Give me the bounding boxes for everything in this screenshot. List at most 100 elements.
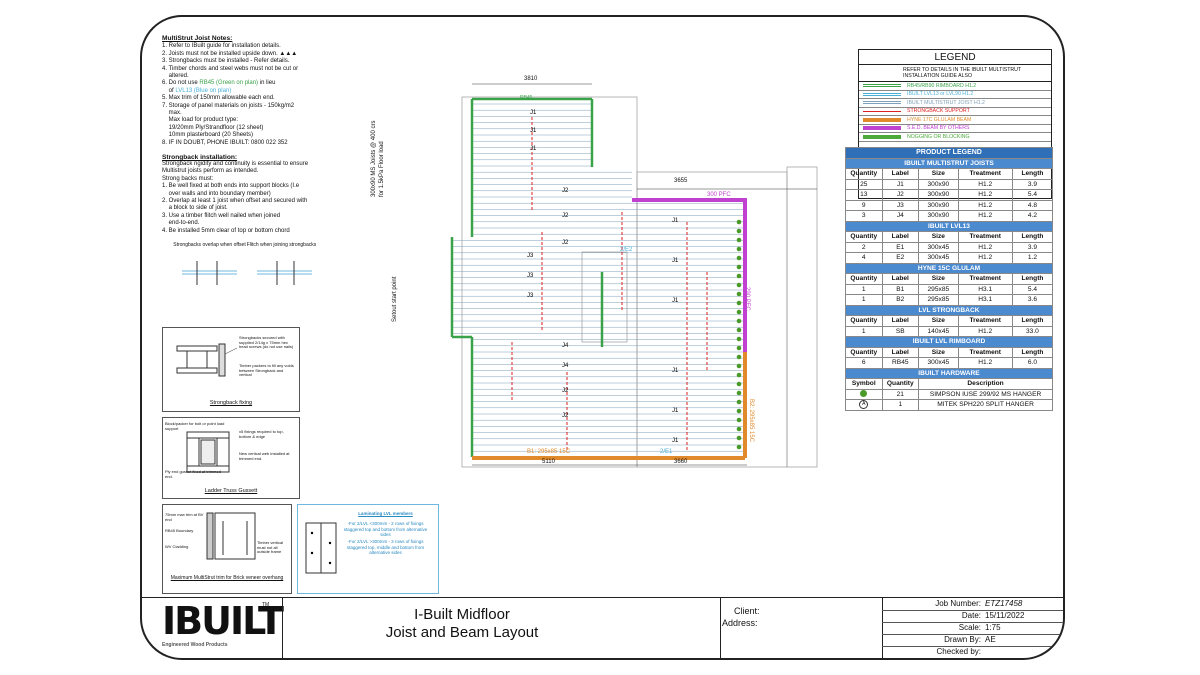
hanger-mark [736,426,742,432]
joist-label: J1 [672,438,679,444]
table-cell: 295x85 [918,294,959,306]
fixing-note-1: Strongbacks secured with supplied 2/14g … [239,335,294,350]
table-cell: H1.2 [957,325,1013,337]
joist-label: J4 [562,343,569,349]
table-cell: 25 [845,178,883,190]
table-cell: 295x85 [918,283,959,295]
hanger-mark [736,363,742,369]
legend-swatch [863,110,901,112]
column-header: Length [1011,231,1054,243]
fixing-sketch [176,343,238,377]
strongback-note: end-to-end. [162,220,200,227]
hanger-mark [736,228,742,234]
table-cell: H1.2 [957,241,1013,253]
legend-label: RB45/RB90 RIMBOARD H1.2 [907,82,977,89]
ibuilt-logo: IBUILT Engineered Wood Products TM [162,600,284,654]
hanger-mark [736,237,742,243]
legend-swatch [863,101,901,105]
title-line-1: I-Built Midfloor [414,606,510,623]
hanger-mark [736,444,742,450]
label-rb45-top: RB45 [520,95,533,101]
table-cell: 300x90 [918,189,959,201]
trim-note-4: Timber vertical must not all outside fra… [257,540,284,555]
strongback-note: a block to side of joist. [162,205,228,212]
table-cell: J3 [881,199,920,211]
joist-label: J1 [672,368,679,374]
joist-note: 2. Joists must not be installed upside d… [162,50,298,57]
hangers [736,219,742,450]
joist-label: J1 [672,408,679,414]
column-header: Quantity [845,315,883,327]
section-title: IBUILT MULTISTRUT JOISTS [845,157,1053,169]
table-cell: H1.2 [957,252,1013,264]
legend-row: S.E.D. BEAM BY OTHERS [859,125,1051,133]
table-cell: 3.6 [1011,294,1054,306]
table-cell: 4.8 [1011,199,1054,211]
hanger-mark [736,246,742,252]
column-header: Size [918,273,959,285]
joist-label: J3 [527,273,534,279]
table-cell: E2 [881,252,920,264]
table-cell: B2 [881,294,920,306]
label-b2: B2: 295x85 15C [748,399,754,443]
joist-label: J1 [672,218,679,224]
table-cell: J1 [881,178,920,190]
laminating-lvl-detail: Laminating LVL members -For 2/LVL <300mm… [297,504,439,594]
legend-label: IBUILT LVL13 or LVL90 H1.2 [907,91,974,98]
ladder-title: Ladder Truss Gussett [204,488,258,494]
table-cell: 1 [845,294,883,306]
column-header: Treatment [957,231,1013,243]
column-header: Quantity [845,231,883,243]
table-cell: SIMPSON IUSE 299/92 MS HANGER [918,388,1053,400]
column-header: Length [1011,273,1054,285]
hanger-mark [736,327,742,333]
table-cell: H1.2 [957,189,1013,201]
legend-label: IBUILT MULTISTRUT JOIST H1.2 [907,99,985,106]
table-cell: B1 [881,283,920,295]
lvl-note-2: -For 2/LVL >300mm - 3 rows of fixings st… [346,539,425,555]
table-cell: H3.1 [957,283,1013,295]
joist-note: 19/20mm Ply/Strandfloor (12 sheet) [162,124,264,131]
table-cell: 5.4 [1011,189,1054,201]
table-cell: 33.0 [1011,325,1054,337]
column-header: Length [1011,346,1054,358]
hanger-symbol [860,389,868,397]
hanger-mark [736,300,742,306]
dim-bottom-left: 5110 [542,459,555,465]
column-header: Length [1011,315,1054,327]
client-label: Client: [734,606,760,616]
joist-label: J2 [562,188,569,194]
address-label: Address: [722,618,758,628]
legend-label: S.E.D. BEAM BY OTHERS [907,125,970,132]
label-b1: B1: 295x85 15C [527,449,571,455]
hanger-mark [736,264,742,270]
column-header: Size [918,315,959,327]
lvl-title: Laminating LVL members [358,511,413,516]
rimboards [450,97,604,457]
joist-label: J1 [530,128,537,134]
table-cell: 9 [845,199,883,211]
label-2e2: 2/E2 [620,247,633,253]
title-block: IBUILT Engineered Wood Products TM I-Bui… [142,597,1063,658]
legend-row: HYNE 17C GLULAM BEAM [859,116,1051,125]
table-row: IBUILT MULTISTRUT JOISTS [845,157,1053,169]
table-cell: SB [881,325,920,337]
ladder-note-3: New vertical web installed at trimmed en… [239,451,290,461]
strongback-note: 2. Overlap at least 1 joist when offset … [162,198,308,205]
split-hanger-symbol: A [859,400,869,410]
section-title: HYNE 15C GLULAM [845,262,1053,274]
trim-note-1: 75mm max trim at BV end [165,512,204,522]
column-header: Description [918,378,1053,390]
joist-note: altered. [162,73,189,80]
table-cell: 4.2 [1011,210,1054,222]
table-cell: H1.2 [957,357,1013,369]
table-cell: 1 [845,325,883,337]
